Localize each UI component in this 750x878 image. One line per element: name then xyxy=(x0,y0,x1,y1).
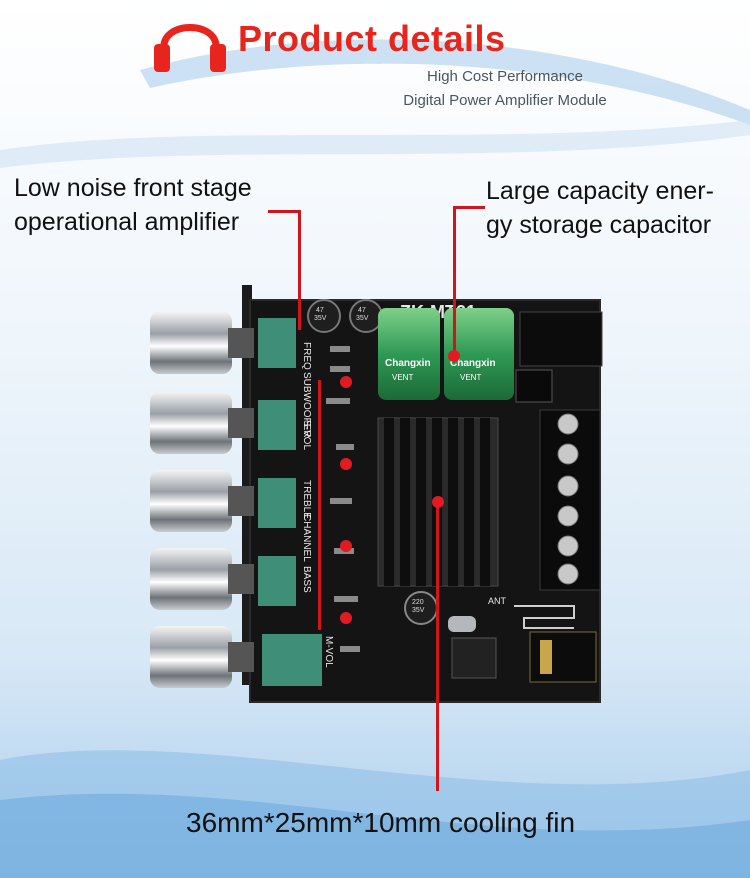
callout-cooling-fin: 36mm*25mm*10mm cooling fin xyxy=(186,807,576,838)
svg-text:Changxin: Changxin xyxy=(450,358,496,369)
svg-text:Changxin: Changxin xyxy=(385,358,431,369)
board-label-svol: S-VOL xyxy=(301,420,312,450)
svg-text:VENT: VENT xyxy=(460,373,481,382)
antenna-trace xyxy=(514,605,575,629)
subtitle-line-1: High Cost Performance xyxy=(427,68,583,85)
metal-bracket xyxy=(242,285,252,685)
board-label-bass: BASS xyxy=(301,566,312,593)
callout-capacitor-line-1: Large capacity ener- xyxy=(486,177,714,205)
audio-jack xyxy=(529,631,597,683)
callout-dot xyxy=(340,540,352,552)
board-label-subwoofer: SUBWOOFER xyxy=(301,372,312,438)
callout-line-front-stage-h xyxy=(268,210,301,213)
svg-text:35V: 35V xyxy=(314,315,327,322)
svg-text:220: 220 xyxy=(412,599,424,606)
large-capacitor-2: Changxin VENT xyxy=(444,308,514,400)
svg-text:VENT: VENT xyxy=(392,373,413,382)
headphones-icon xyxy=(154,24,226,72)
large-capacitor-1: Changxin VENT xyxy=(378,308,440,400)
page-title: Product details xyxy=(238,18,506,59)
callout-dot-capacitor xyxy=(448,350,460,362)
dc-power-jack xyxy=(519,311,603,367)
speaker-terminals xyxy=(539,409,601,591)
callout-dot-fin xyxy=(432,496,444,508)
knob-3 xyxy=(150,470,296,532)
knob-4 xyxy=(150,548,296,610)
callout-front-stage-line-2: operational amplifier xyxy=(14,208,240,236)
callout-line-cap-v xyxy=(453,206,456,354)
callout-line-opamp-bus xyxy=(318,380,321,630)
callout-line-cap-h xyxy=(455,206,485,209)
callout-dot xyxy=(340,376,352,388)
knob-1 xyxy=(150,312,296,374)
board-label-treble: TREBLE xyxy=(301,480,312,519)
board-label-freq: FREQ xyxy=(301,342,312,370)
svg-text:47: 47 xyxy=(316,307,324,314)
header: Product details High Cost Performance Di… xyxy=(0,0,750,130)
callout-line-fin xyxy=(436,505,439,791)
callout-line-front-stage-v xyxy=(298,210,301,330)
callout-dot xyxy=(340,612,352,624)
board-label-channel: CHANNEL xyxy=(301,514,312,562)
callout-front-stage-line-1: Low noise front stage xyxy=(14,174,252,202)
callout-capacitor-line-2: gy storage capacitor xyxy=(486,211,712,239)
knob-2 xyxy=(150,392,296,454)
small-capacitor-1: 47 35V xyxy=(307,299,341,333)
small-capacitor-3: 220 35V xyxy=(404,591,438,625)
callout-dot xyxy=(340,458,352,470)
svg-text:47: 47 xyxy=(358,307,366,314)
svg-text:35V: 35V xyxy=(356,315,369,322)
knob-5 xyxy=(150,626,322,688)
bluetooth-chip xyxy=(451,637,497,679)
small-capacitor-2: 47 35V xyxy=(349,299,383,333)
board-label-mvol: M-VOL xyxy=(323,636,334,668)
subtitle-line-2: Digital Power Amplifier Module xyxy=(403,92,607,109)
crystal-oscillator xyxy=(448,616,476,632)
svg-text:35V: 35V xyxy=(412,607,425,614)
antenna-label: ANT xyxy=(488,596,507,606)
